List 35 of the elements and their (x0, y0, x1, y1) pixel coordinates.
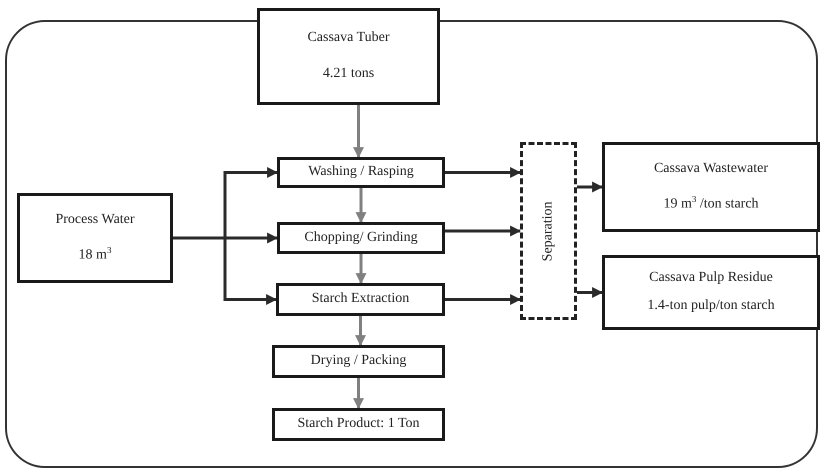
process-box (602, 142, 820, 232)
process-box (257, 8, 440, 105)
node-label: Cassava Wastewater (654, 160, 768, 178)
arrow (356, 254, 366, 284)
node-value: 18 m$^{3}$ (78, 244, 112, 264)
node-label: Starch Product: 1 Ton (297, 416, 420, 433)
arrow (353, 105, 364, 158)
node-label: Chopping/ Grinding (304, 230, 418, 246)
process-box (277, 157, 445, 188)
arrow (577, 182, 604, 192)
arrow (445, 167, 522, 178)
node-value: 4.21 tons (322, 66, 374, 83)
arrow (353, 378, 364, 410)
node-label: Separation (540, 201, 556, 261)
arrow (577, 287, 604, 298)
node-label: Process Water (55, 212, 135, 229)
node-label: Washing / Rasping (308, 164, 414, 181)
node-label: Cassava Pulp Residue (649, 270, 773, 287)
arrow (355, 316, 366, 346)
arrow (445, 294, 522, 305)
node-value: 19 m$^{3}$ /ton starch (663, 194, 759, 214)
arrow (173, 236, 278, 305)
process-box (277, 222, 445, 254)
process-box (272, 408, 445, 441)
arrow (445, 226, 522, 236)
process-box (272, 345, 445, 378)
process-box (276, 283, 445, 316)
node-label: Drying / Packing (310, 353, 406, 370)
separation-box (520, 142, 577, 320)
process-box (17, 193, 173, 283)
process-box (602, 255, 820, 330)
arrow (356, 188, 366, 224)
node-label: Starch Extraction (312, 291, 410, 308)
node-label: Cassava Tuber (307, 30, 390, 47)
node-value: 1.4-ton pulp/ton starch (647, 298, 775, 316)
